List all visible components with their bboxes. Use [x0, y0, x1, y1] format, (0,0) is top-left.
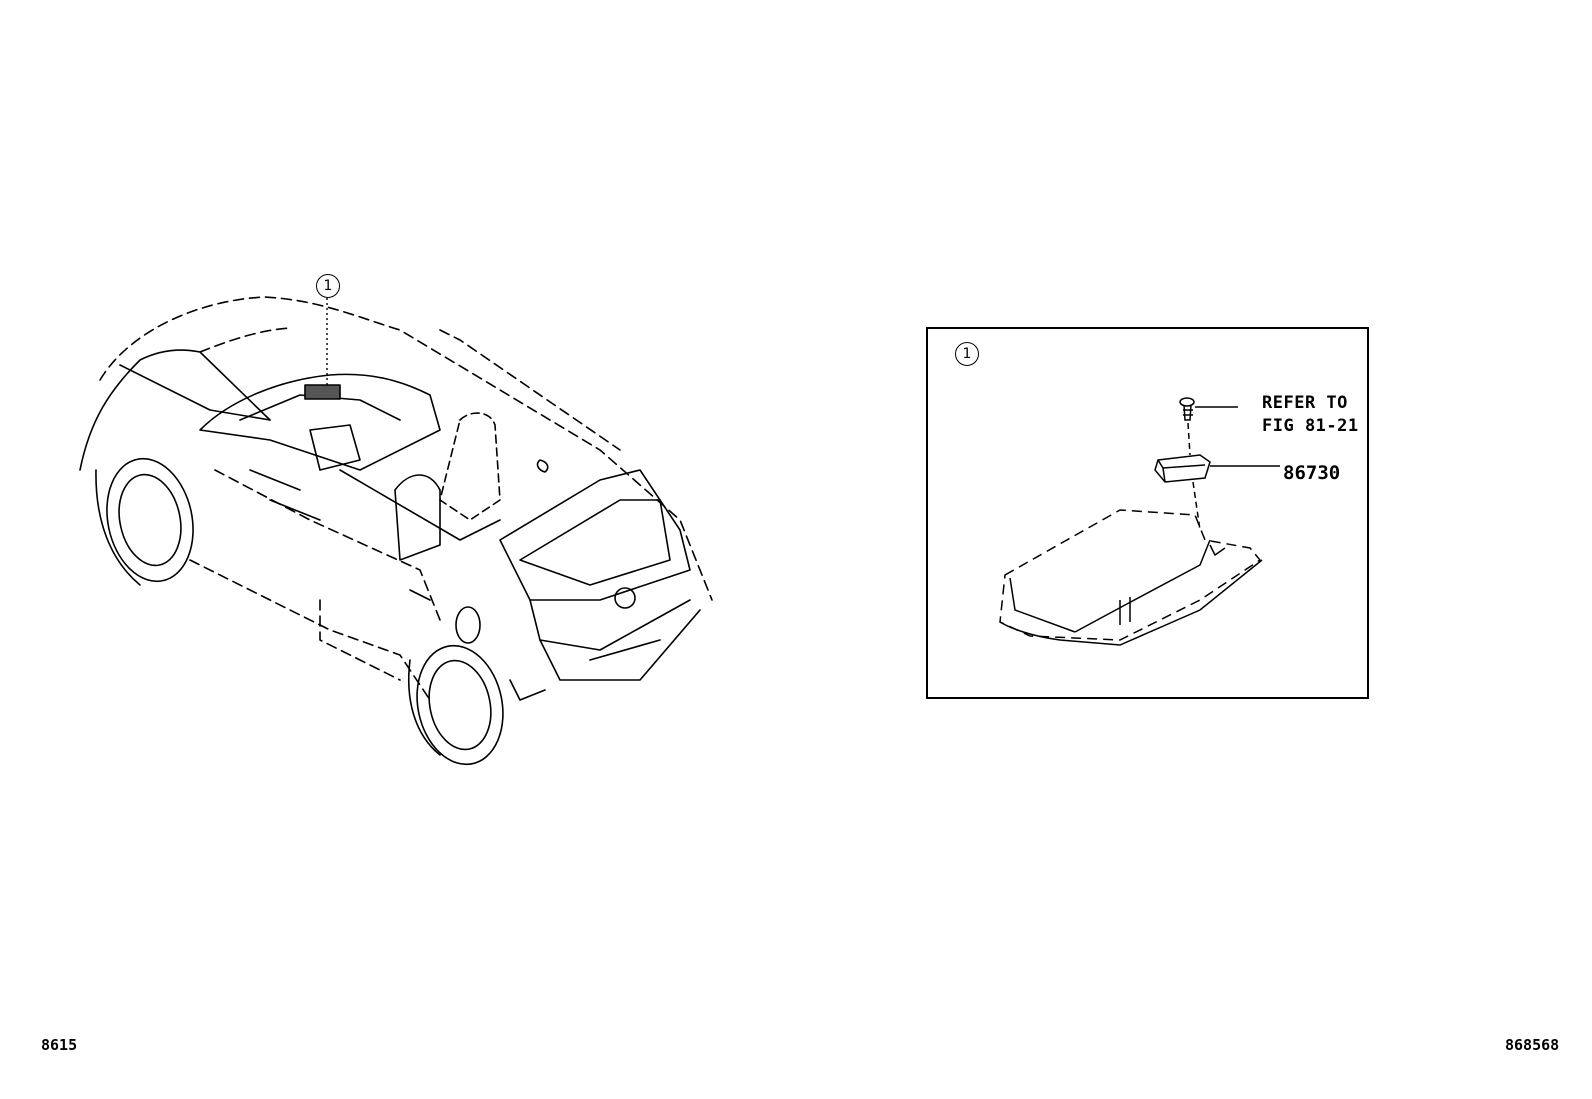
- refer-to-label: REFER TO: [1262, 393, 1348, 413]
- screw-icon: [1179, 397, 1238, 456]
- detail-frame: [926, 327, 1369, 699]
- housing-illustration: [999, 509, 1263, 646]
- part-number-label: 86730: [1283, 462, 1341, 484]
- figure-reference-label: FIG 81-21: [1262, 416, 1359, 436]
- callout-1-detail: 1: [955, 342, 979, 366]
- footer-left-code: 8615: [41, 1036, 78, 1054]
- callout-1-main: 1: [316, 274, 340, 298]
- part-86730-illustration: [1154, 454, 1280, 531]
- footer-right-code: 868568: [1505, 1036, 1560, 1054]
